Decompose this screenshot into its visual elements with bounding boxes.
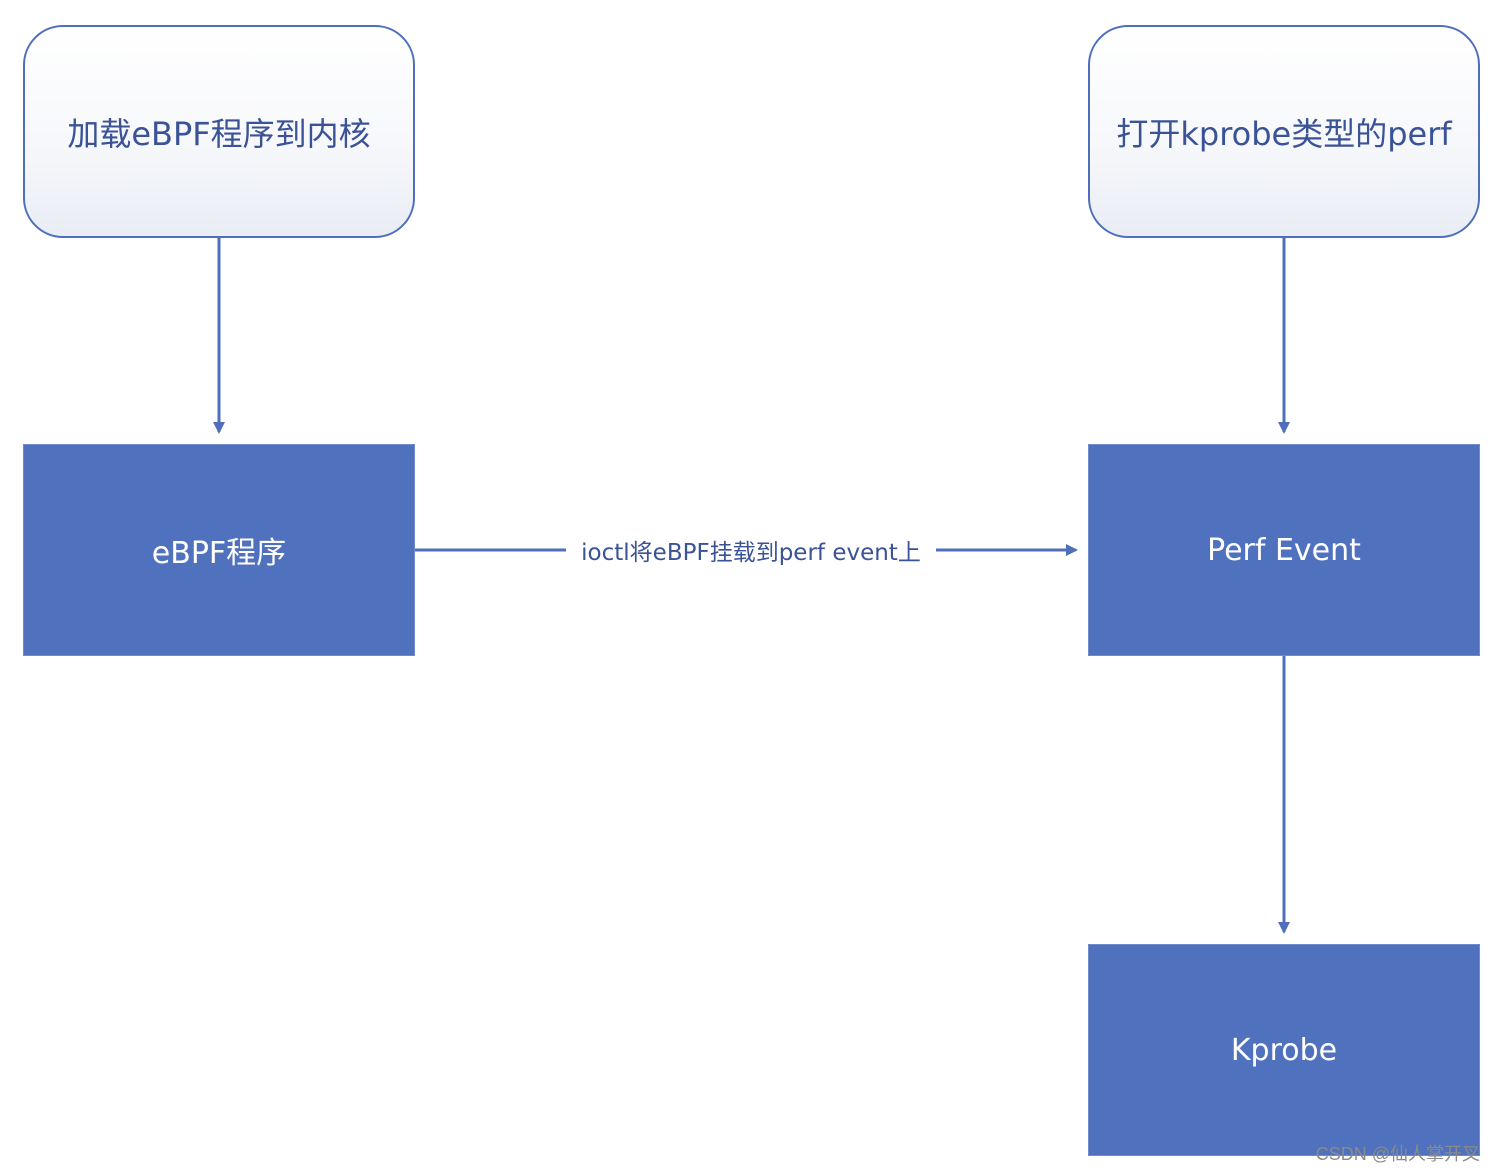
node-kprobe-label: Kprobe bbox=[1230, 1032, 1338, 1068]
edge-label-attach: ioctl将eBPF挂载到perf event上 bbox=[566, 533, 936, 567]
node-kprobe: Kprobe bbox=[1088, 944, 1480, 1156]
node-load-ebpf-to-kernel: 加载eBPF程序到内核 bbox=[23, 25, 415, 238]
node-ebpf-program: eBPF程序 bbox=[23, 444, 415, 656]
node-open-kprobe-perf: 打开kprobe类型的perf bbox=[1088, 25, 1480, 238]
node-load-label: 加载eBPF程序到内核 bbox=[67, 114, 371, 153]
node-perf-label: Perf Event bbox=[1207, 532, 1361, 568]
node-open-label: 打开kprobe类型的perf bbox=[1116, 114, 1452, 153]
watermark: CSDN @仙人掌开叉 bbox=[1315, 1144, 1480, 1164]
node-perf-event: Perf Event bbox=[1088, 444, 1480, 656]
node-ebpf-label: eBPF程序 bbox=[151, 536, 287, 571]
